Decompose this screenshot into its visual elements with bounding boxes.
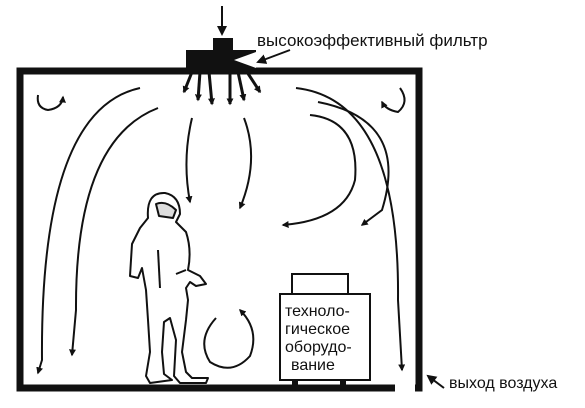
floor-outlet: [395, 384, 415, 393]
air-exit-label: выход воздуха: [449, 375, 557, 392]
filter-label: высокоэффективный фильтр: [257, 31, 488, 50]
equipment-label-line-3: оборудо-: [285, 339, 352, 356]
equipment-box: [279, 273, 371, 386]
recirculation-loop-arrow: [203, 309, 255, 369]
worker-figure: [129, 191, 209, 384]
filter-pointer-arrow: [256, 49, 291, 64]
left-circulation-arrows: [36, 87, 159, 375]
equipment-label-line-1: техноло-: [285, 303, 350, 320]
room-walls: [16, 67, 423, 392]
filter-outflow-arrows: [182, 71, 262, 106]
equipment-label-line-4: вание: [291, 357, 335, 374]
filter-unit: [186, 38, 256, 70]
right-circulation-arrows: [295, 87, 406, 372]
equipment-label-line-2: гическое: [285, 321, 350, 338]
downward-flow-arrows: [185, 114, 357, 229]
air-exit-pointer-arrow: [426, 374, 445, 389]
